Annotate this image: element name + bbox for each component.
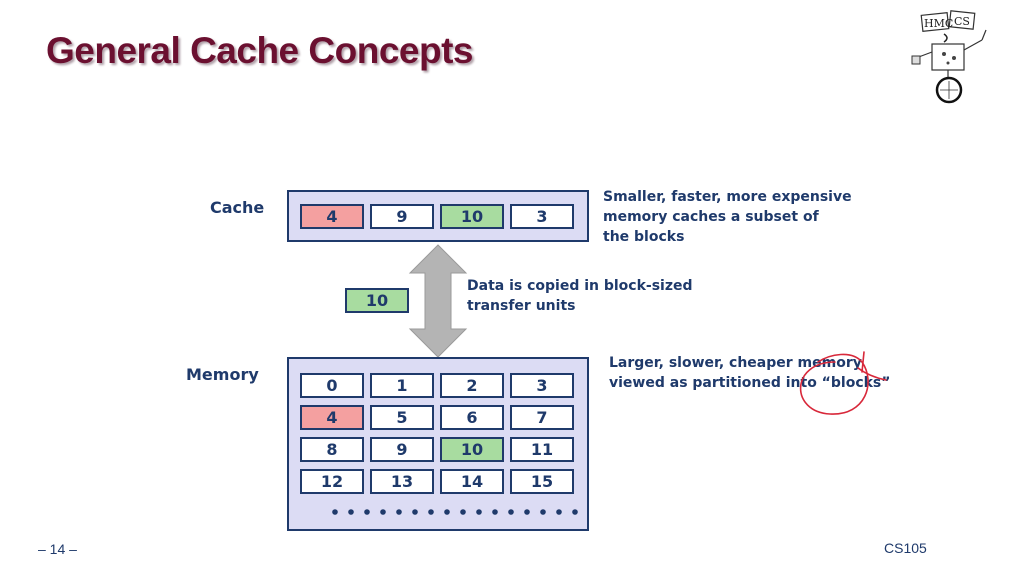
memory-block: 14: [440, 469, 504, 494]
memory-block: 9: [370, 437, 434, 462]
memory-block: 12: [300, 469, 364, 494]
transfer-note: Data is copied in block-sized transfer u…: [467, 276, 693, 316]
memory-block: 13: [370, 469, 434, 494]
transfer-block: 10: [345, 288, 409, 313]
cache-note-line: memory caches a subset of: [603, 209, 819, 225]
page-number: – 14 –: [38, 541, 77, 557]
slide-title: General Cache Concepts: [46, 30, 473, 71]
double-arrow-icon: [408, 244, 468, 358]
course-code: CS105: [884, 540, 927, 556]
cache-note-line: Smaller, faster, more expensive: [603, 189, 852, 205]
cache-note-line: the blocks: [603, 229, 685, 245]
memory-block: 11: [510, 437, 574, 462]
memory-block: 4: [300, 405, 364, 430]
memory-block: 7: [510, 405, 574, 430]
svg-text:CS: CS: [954, 15, 970, 28]
memory-block: 1: [370, 373, 434, 398]
memory-block: 6: [440, 405, 504, 430]
svg-text:HMC: HMC: [924, 17, 953, 30]
transfer-note-line: transfer units: [467, 298, 576, 314]
cache-panel: 4 9 10 3: [287, 190, 589, 242]
hmc-cs-robot-logo: HMC CS: [911, 10, 987, 104]
cache-note: Smaller, faster, more expensive memory c…: [603, 187, 852, 247]
cache-block: 10: [440, 204, 504, 229]
memory-panel: 0 1 2 3 4 5 6 7 8 9 10 11 12 13 14 15: [287, 357, 589, 531]
transfer-note-line: Data is copied in block-sized: [467, 278, 693, 294]
cache-label: Cache: [210, 198, 265, 217]
memory-note: Larger, slower, cheaper memory viewed as…: [609, 353, 890, 393]
cache-block: 9: [370, 204, 434, 229]
memory-note-line: Larger, slower, cheaper memory: [609, 355, 862, 371]
memory-note-line: viewed as partitioned into “blocks”: [609, 375, 891, 391]
memory-block: 10: [440, 437, 504, 462]
memory-block: 15: [510, 469, 574, 494]
memory-label: Memory: [186, 365, 259, 384]
cache-block: 3: [510, 204, 574, 229]
cache-block: 4: [300, 204, 364, 229]
memory-block: 0: [300, 373, 364, 398]
memory-block: 2: [440, 373, 504, 398]
memory-block: 5: [370, 405, 434, 430]
memory-block: 3: [510, 373, 574, 398]
memory-block: 8: [300, 437, 364, 462]
